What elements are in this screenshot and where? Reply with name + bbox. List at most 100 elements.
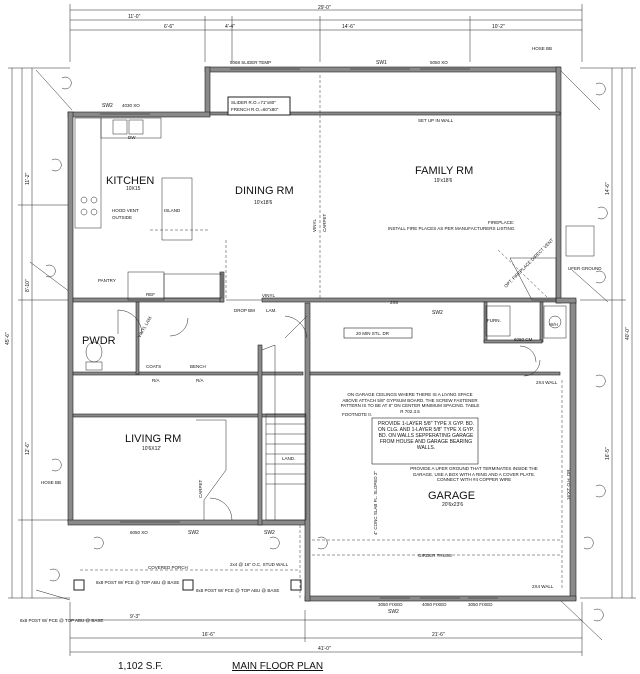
dim-left-12: 12'-6" [25, 442, 31, 455]
cm-6060: 6060 CM [514, 337, 533, 342]
ra-2: R/A [196, 378, 204, 383]
stl-door-box [343, 327, 413, 339]
openings [100, 68, 498, 599]
range-burners [80, 196, 98, 216]
dim-left-8: 8'-10" [25, 279, 31, 292]
slider-line-1: SLIDER R.O.=71"x80" [231, 100, 276, 105]
fireplace-title: FIREPLACE: [488, 220, 514, 225]
family-name: FAMILY RM [415, 165, 473, 177]
slab-note: 4" CONC SLAB FL. SLOPED 2" [373, 471, 378, 535]
porch-post-3 [290, 579, 302, 591]
set-up-wall: SET UP IN WALL [418, 118, 454, 123]
fixed-2: 4050 FIXED [422, 602, 447, 607]
sw2-bottom: SW2 [388, 609, 399, 615]
sw2-garage: SW2 [432, 310, 443, 316]
girder-truss: GIRDER TRUSS [418, 553, 452, 558]
fixed-3: 3050 FIXED [468, 602, 493, 607]
wh-label: W/H [549, 322, 558, 327]
dim-left-11: 11'-2" [25, 172, 31, 185]
garage-name: GARAGE [428, 490, 475, 502]
dim-top-10: 10'-2" [492, 24, 505, 30]
garage-note-box [371, 417, 479, 465]
furn-label: FURN. [487, 318, 501, 323]
fixed-1: 3050 FIXED [378, 602, 403, 607]
dim-right-14: 14'-6" [605, 182, 611, 195]
hose-left: HOSE BB [41, 480, 61, 485]
family-size: 19'x18'6 [434, 178, 453, 184]
plan-footer: 1,102 S.F. MAIN FLOOR PLAN [118, 661, 323, 672]
powder-name: PWDR [82, 335, 116, 347]
wall-1: 2X4 WALL [536, 380, 558, 385]
garage-ceiling-note: ON GARAGE CEILINGS WHERE THERE IS A LIVI… [340, 392, 480, 414]
kitchen-name: KITCHEN [106, 175, 154, 187]
hood-vent: HOOD VENT [112, 208, 139, 213]
fireplace-tag: OPT. FIREPLACE DIRECT VENT [503, 237, 554, 288]
sw1-label: SW1 [376, 60, 387, 66]
drop-bm: DROP BM [234, 308, 255, 313]
wall-2: 2X4 WALL [532, 584, 554, 589]
dim-top-4: 4'-4" [225, 24, 235, 30]
sw2-kitchen-size: 4030 XO [122, 103, 140, 108]
bottom-dimension-lines: 9'-3" 16'-6" 21'-6" 41'-0" [69, 602, 583, 656]
ac-box [565, 225, 595, 257]
post-3: 8x8 POST W/ PCE @ TOP ABU @ BASE [196, 588, 279, 593]
kitchen-size: 10X15 [126, 186, 141, 192]
island-label: ISLAND [164, 208, 181, 213]
window-labels: 5068 SLIDER TEMP SW1 5050 XO SW2 4030 XO… [102, 60, 501, 615]
dim-bottom-9: 9'-3" [130, 614, 140, 620]
dim-top-6: 6'-6" [164, 24, 174, 30]
plan-title: MAIN FLOOR PLAN [232, 661, 323, 672]
toilet [85, 341, 103, 371]
door-swings [117, 309, 541, 521]
room-labels: KITCHEN 10X15 DINING RM 10'x18'6 FAMILY … [82, 165, 475, 508]
hood-vent-2: OUTSIDE [112, 215, 132, 220]
slider-line-2: FRENCH R.O.=60"x80" [231, 107, 279, 112]
fireplace [497, 249, 557, 301]
dining-name: DINING RM [235, 185, 294, 197]
dim-top-14: 14'-6" [342, 24, 355, 30]
vinyl-1: VINYL [262, 293, 276, 298]
covered-porch: COVERED PORCH [148, 565, 188, 570]
slider-temp-label: 5068 SLIDER TEMP [230, 60, 271, 65]
hose-top: HOSE BB [532, 46, 552, 51]
fireplace-note: INSTALL FIRE PLACES AS PER MANUFACTURERS… [388, 226, 516, 231]
vinyl-2: VINYL [312, 218, 317, 232]
footnote: FOOTNOTE II. [342, 412, 372, 417]
dim-bottom-21: 21'-6" [432, 632, 445, 638]
dim-right-40: 40'-0" [625, 327, 631, 340]
dw-label: DW [128, 135, 136, 140]
island [161, 177, 193, 241]
stairs [265, 413, 307, 521]
pantry-label: PANTRY [98, 278, 116, 283]
dining-size: 10'x18'6 [254, 200, 273, 206]
left-dimension-lines: 11'-2" 8'-10" 45'-6" 12'-6" [5, 67, 70, 599]
sw2-porch: SW2 [264, 530, 275, 536]
sw2-kitchen: SW2 [102, 103, 113, 109]
landing: LAND. [282, 456, 295, 461]
dim-bottom-16: 16'-6" [202, 632, 215, 638]
porch-post-2 [182, 579, 194, 591]
stud-wall: 2x4 @ 16" O.C. STUD WALL [230, 562, 289, 567]
porch-post-1 [73, 579, 85, 591]
furnace [485, 305, 511, 337]
living-name: LIVING RM [125, 433, 181, 445]
lam-label: LAM. [266, 308, 277, 313]
square-footage: 1,102 S.F. [118, 661, 163, 672]
garage-size: 20'6x23'6 [442, 502, 463, 508]
garage-ufer-note: PROVIDE A UFER GROUND THAT TERMINATES IN… [410, 466, 538, 482]
dim-overall-top: 29'-0" [318, 5, 331, 11]
garage-dr: 16'X7' O.H. DR. [566, 468, 571, 500]
dim-overall-bottom: 41'-0" [318, 646, 331, 652]
right-dimension-lines: 14'-6" 16'-5" 40'-0" [580, 67, 636, 599]
bench-label: BENCH [190, 364, 206, 369]
living-window: 6050 XO [130, 530, 148, 535]
dim-left-45: 45'-6" [5, 332, 11, 345]
sw1-size: 5050 XO [430, 60, 448, 65]
top-dimension-lines: 11'-0" 6'-6" 4'-4" 14'-6" 10'-2" 29'-0" [69, 4, 583, 62]
sw2-living: SW2 [188, 530, 199, 536]
ufer-label: UFER GROUND [568, 266, 602, 271]
water-heater-box [543, 305, 567, 339]
dbl-2x6: 2X6 [390, 300, 399, 305]
dim-right-16: 16'-5" [605, 447, 611, 460]
